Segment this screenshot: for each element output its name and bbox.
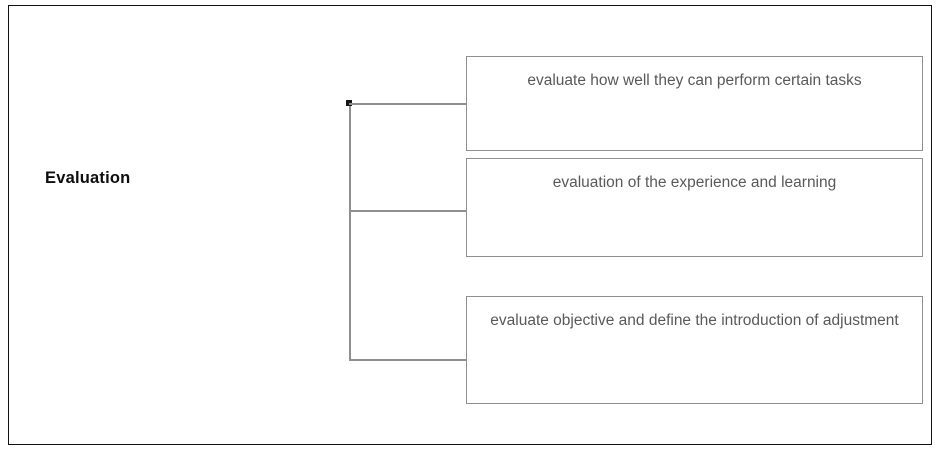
node-box-3: evaluate objective and define the introd… [466,296,923,404]
connector-trunk [349,103,351,360]
connector-branch-1 [349,103,467,105]
connector-branch-2 [349,210,467,212]
connector-branch-3 [349,359,467,361]
node-box-1: evaluate how well they can perform certa… [466,56,923,151]
node-box-2: evaluation of the experience and learnin… [466,158,923,257]
slide-frame: Evaluation evaluate how well they can pe… [8,5,932,445]
root-node-label: Evaluation [45,169,131,187]
